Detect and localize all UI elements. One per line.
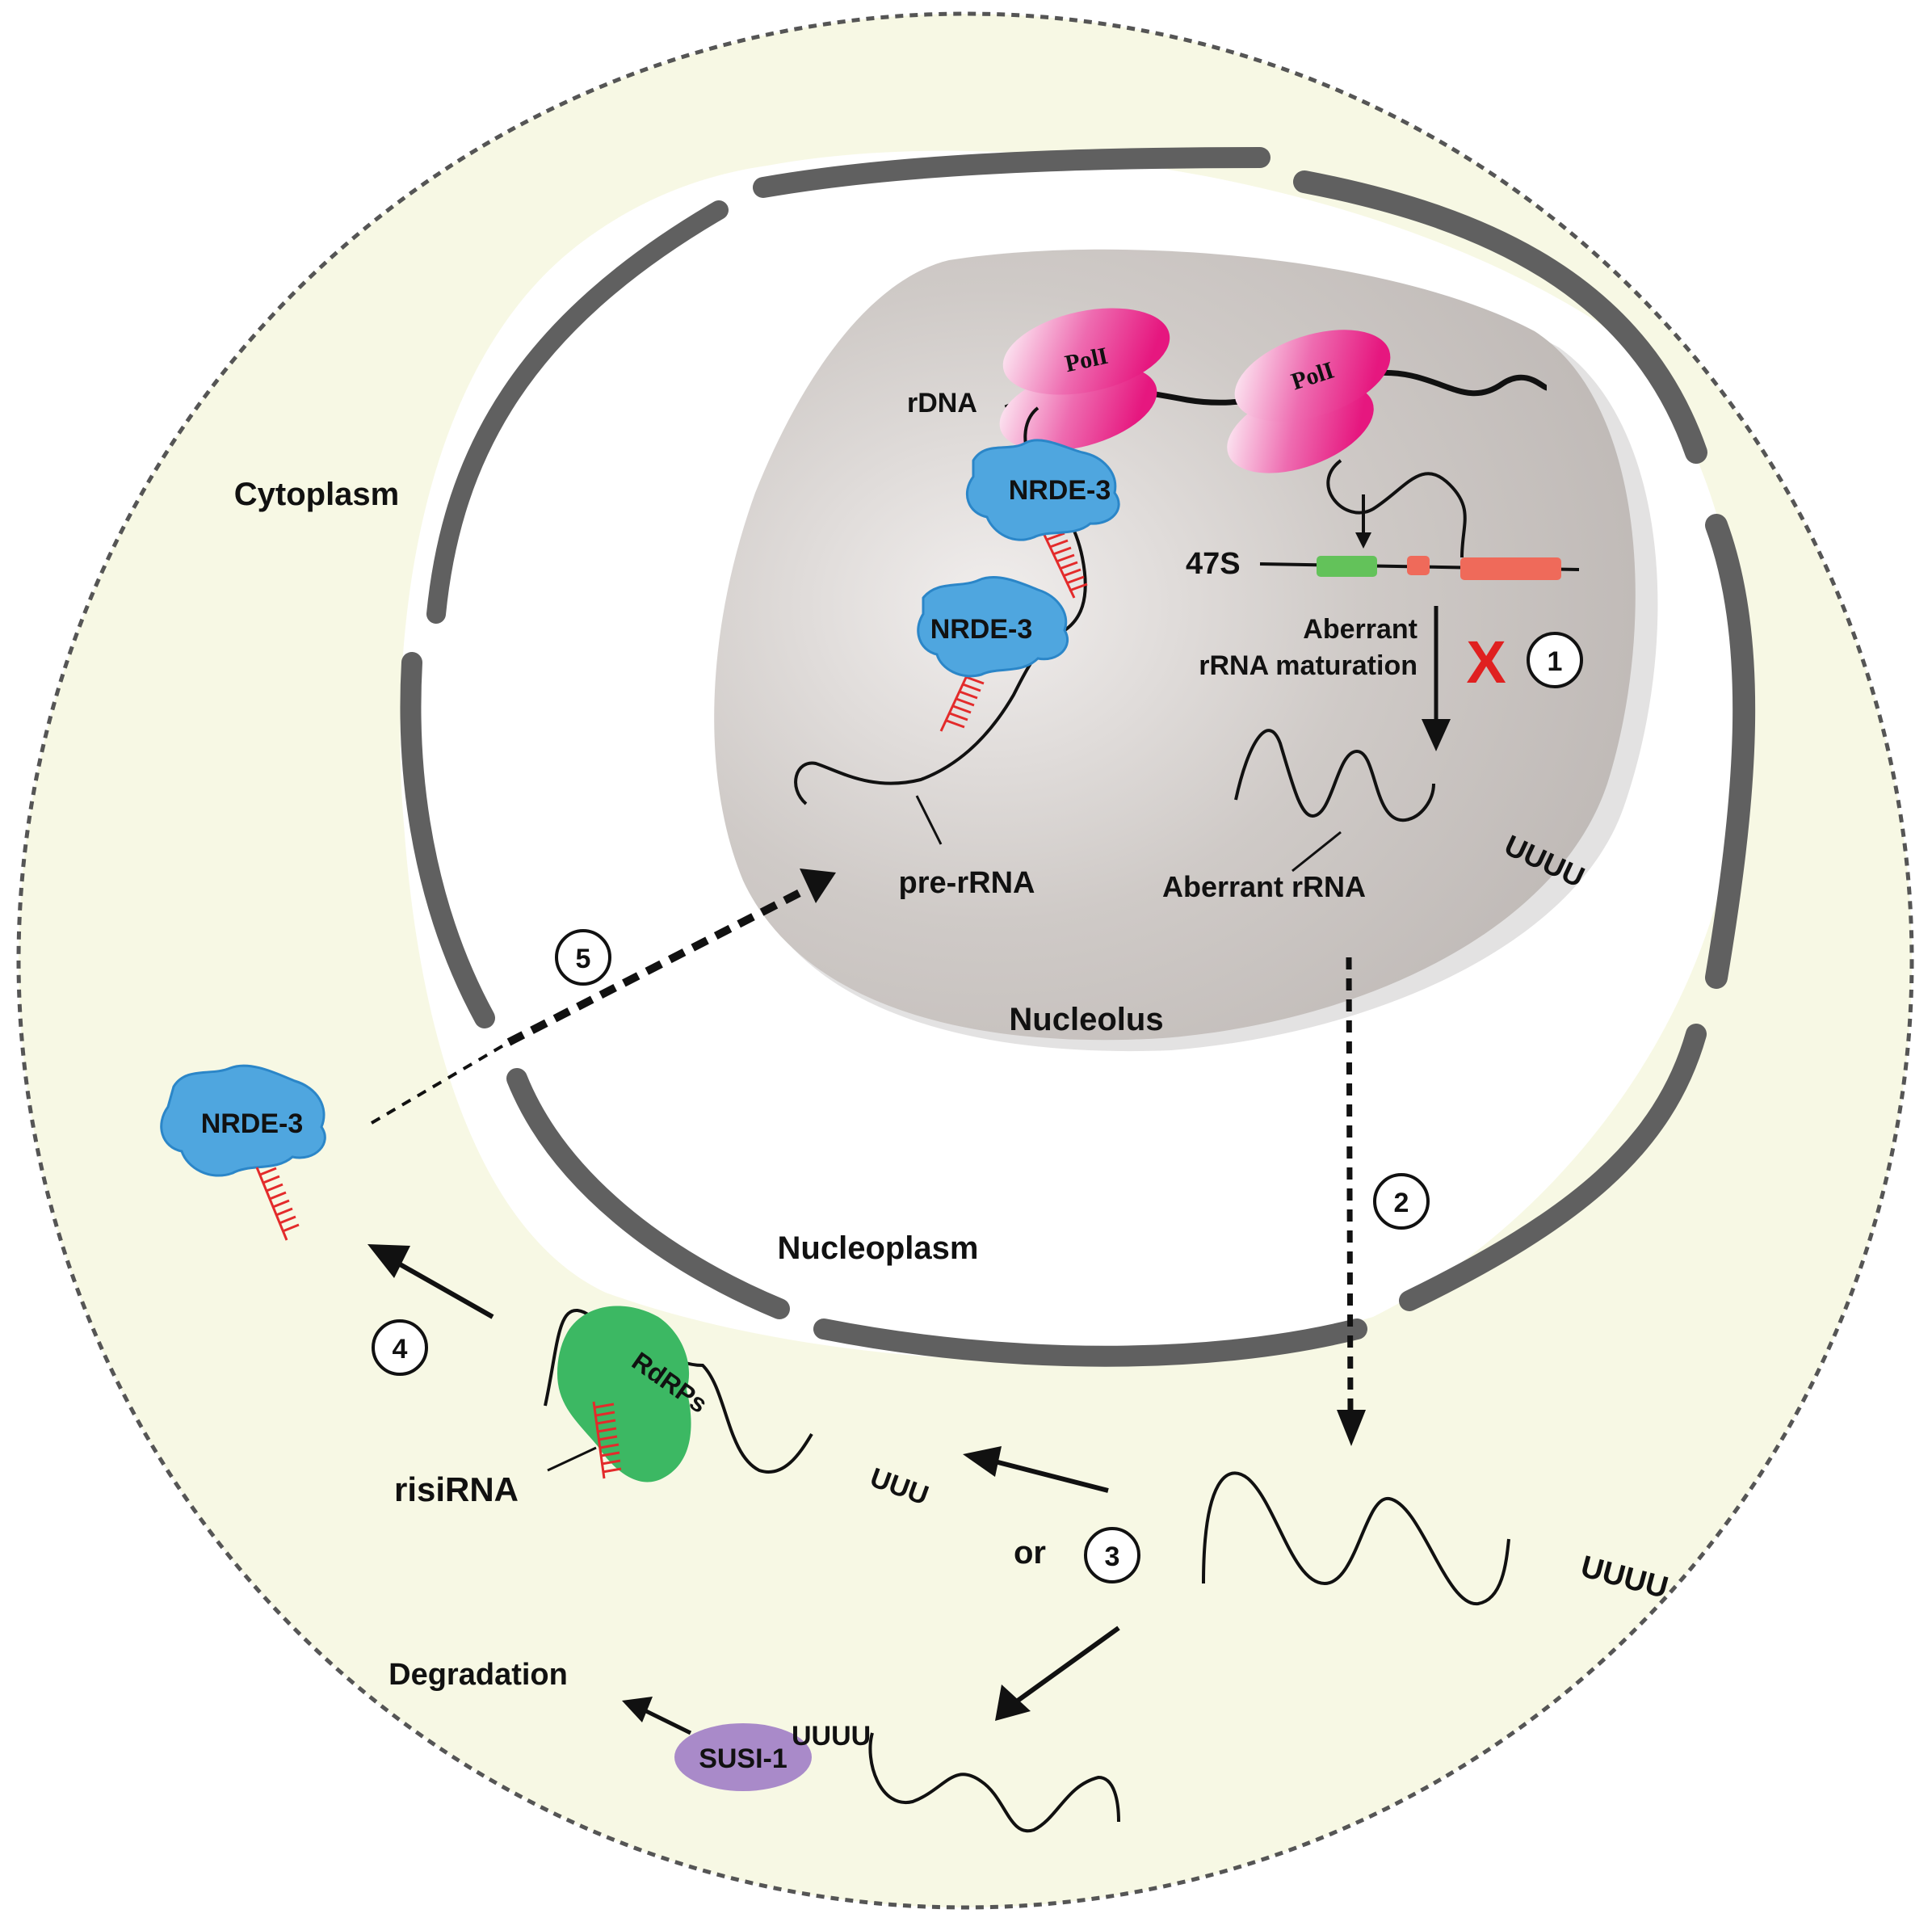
step-5-marker: 5 — [555, 929, 611, 986]
step4-arrow-shaft — [394, 1260, 494, 1319]
nucleoplasm-label: Nucleoplasm — [778, 1230, 979, 1266]
risirna-label: risiRNA — [394, 1470, 519, 1508]
svg-text:2: 2 — [1394, 1188, 1409, 1218]
degraded-rrna-strand — [868, 1732, 1120, 1833]
risirna-ladder — [592, 1401, 622, 1479]
step3-arrow-degradation-head — [995, 1684, 1031, 1721]
or-label: or — [1014, 1535, 1046, 1571]
nrde3-protein-1: NRDE-3 — [965, 439, 1120, 541]
step3-arrow-degradation-shaft — [1016, 1625, 1120, 1703]
aberrant-rrna-leader — [1292, 831, 1342, 873]
step2-arrow-head — [1337, 1410, 1366, 1446]
import-dashed-thin — [370, 1041, 510, 1125]
step4-arrow-head — [368, 1244, 410, 1278]
sirna-ladder-cytoplasm — [255, 1167, 300, 1241]
47s-label: 47S — [1186, 547, 1241, 581]
pol1-complex-left: PolI — [999, 308, 1170, 452]
pre-rrna-leader — [915, 795, 943, 845]
47s-large-orange-segment — [1460, 557, 1561, 580]
47s-small-orange-segment — [1407, 556, 1430, 575]
nrde3-label-cytoplasm: NRDE-3 — [201, 1108, 304, 1139]
nrde3-label-2: NRDE-3 — [930, 614, 1033, 645]
nrde3-label-1: NRDE-3 — [1009, 475, 1111, 506]
step-2-marker: 2 — [1373, 1173, 1430, 1230]
aberrant-maturation-label-1: Aberrant — [1303, 614, 1418, 645]
degradation-arrow-head — [622, 1697, 653, 1722]
nascent-transcript — [1326, 459, 1467, 558]
sirna-ladder-2 — [939, 670, 985, 732]
step-4-marker: 4 — [372, 1319, 428, 1376]
step5-dashed-arrow — [506, 885, 810, 1046]
step-1-marker: 1 — [1527, 632, 1583, 688]
cytoplasm-label: Cytoplasm — [234, 477, 400, 512]
risirna-leader — [547, 1446, 597, 1472]
aberrant-rrna-strand — [1234, 729, 1435, 822]
step3-arrow-rdrp-shaft — [991, 1458, 1109, 1493]
svg-text:4: 4 — [393, 1334, 408, 1365]
nrde3-protein-2: NRDE-3 — [917, 576, 1069, 678]
degradation-arrow-shaft — [645, 1709, 692, 1735]
step2-dashed-arrow — [1346, 957, 1354, 1419]
pre-rrna-label: pre-rRNA — [899, 866, 1035, 900]
step3-arrow-rdrp-head — [963, 1446, 1002, 1477]
degradation-label: Degradation — [388, 1658, 568, 1692]
rdna-label: rDNA — [907, 388, 977, 418]
47s-green-segment — [1317, 556, 1377, 577]
svg-text:5: 5 — [576, 944, 591, 974]
susi1-enzyme — [674, 1723, 812, 1791]
svg-text:1: 1 — [1548, 646, 1563, 677]
nucleolus — [714, 249, 1636, 1041]
aberrant-maturation-label-2: rRNA maturation — [1199, 650, 1418, 681]
step-3-marker: 3 — [1084, 1527, 1140, 1583]
nrde3-protein-cytoplasm: NRDE-3 — [160, 1064, 326, 1177]
sirna-ladder-1 — [1042, 532, 1088, 599]
step5-arrow-head — [800, 868, 836, 903]
susi1-label: SUSI-1 — [699, 1743, 788, 1774]
cyto-aberrant-rrna — [1202, 1471, 1510, 1606]
uuu-tail-degradation: UUUU — [792, 1721, 871, 1752]
pol1-complex-right: PolI — [1227, 330, 1391, 473]
nuclear-envelope — [400, 147, 1756, 1367]
rdrps-enzyme — [557, 1306, 691, 1483]
x-mark: X — [1466, 629, 1506, 696]
maturation-arrow-head — [1422, 719, 1451, 751]
svg-text:3: 3 — [1105, 1541, 1120, 1572]
nucleolus-label: Nucleolus — [1009, 1002, 1163, 1037]
aberrant-rrna-label: Aberrant rRNA — [1162, 870, 1366, 903]
